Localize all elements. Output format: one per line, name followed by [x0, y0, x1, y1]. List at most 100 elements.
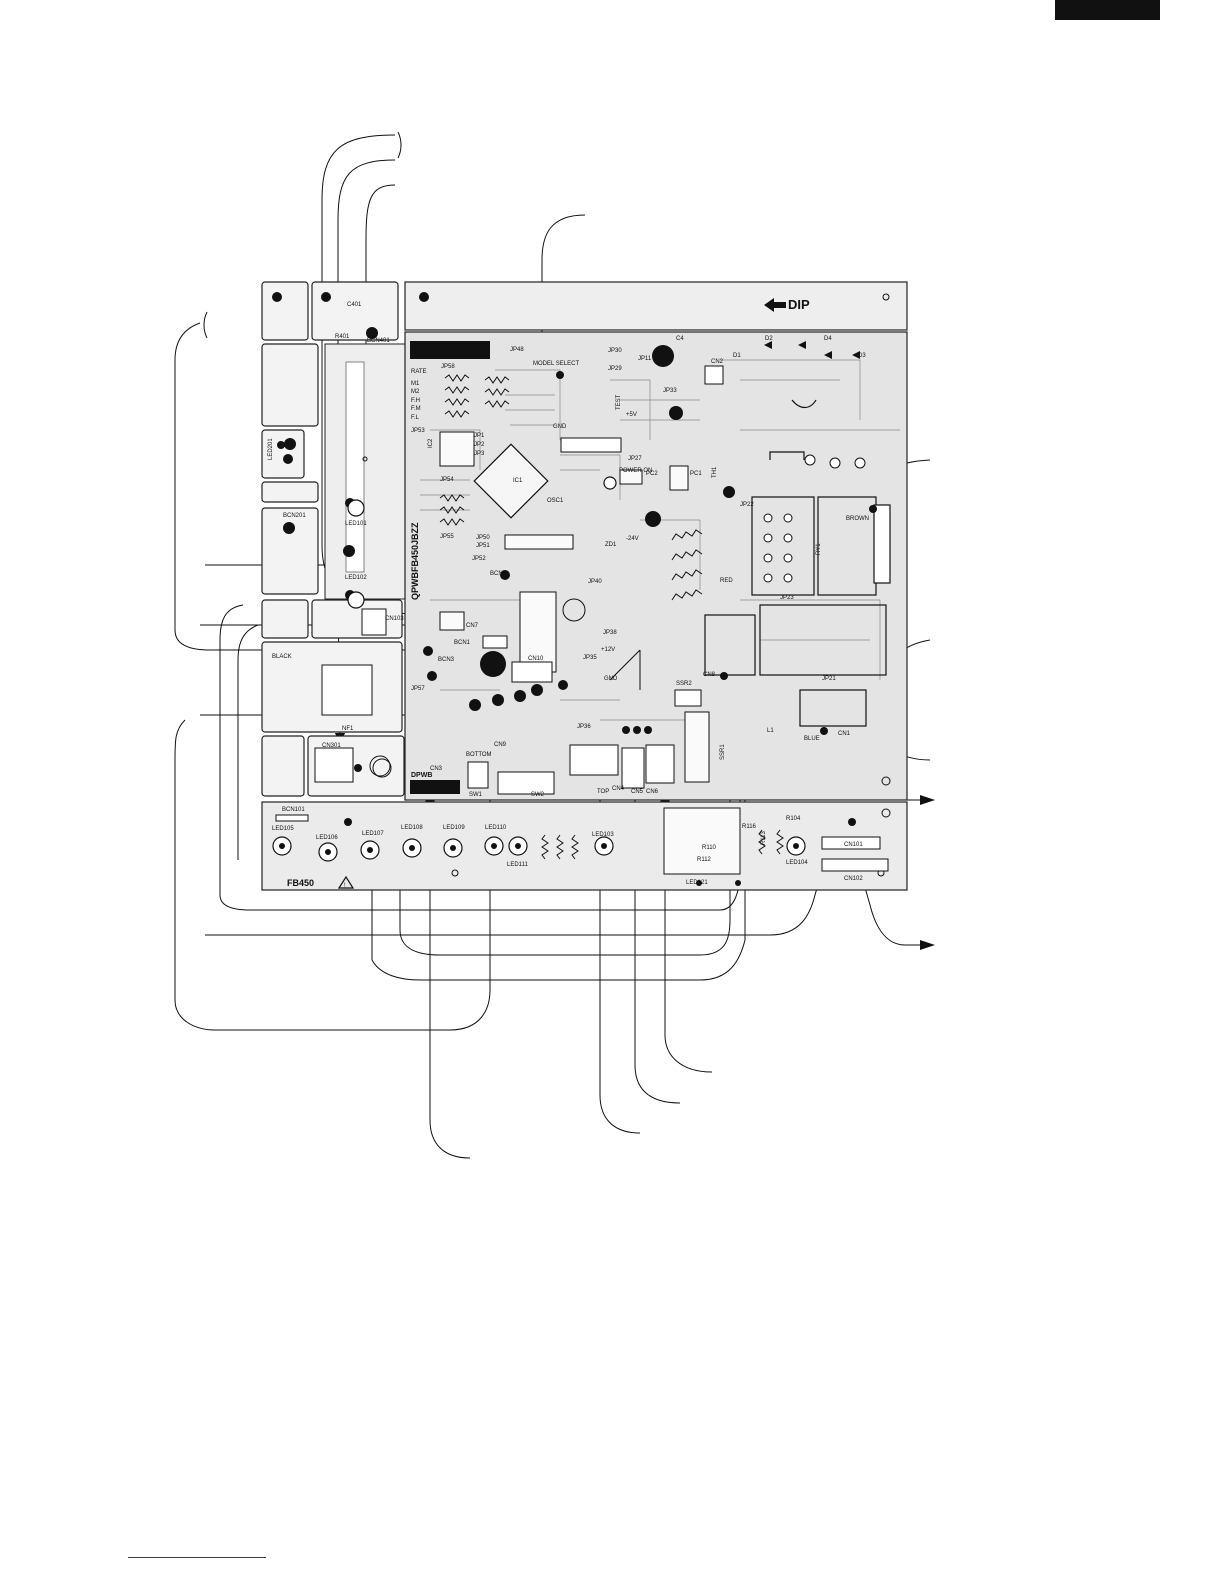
component-label: R116: [742, 824, 757, 830]
jumper-label: JP52: [472, 556, 486, 562]
connector-label: BCN1: [454, 640, 471, 646]
component-label: SSR1: [720, 744, 726, 760]
bottom-switch-label: BOTTOM: [466, 752, 492, 758]
jumper-label: JP36: [577, 724, 591, 730]
diodes: [764, 341, 860, 359]
top-switch-label: TOP: [597, 789, 609, 795]
jumper-label: JP22: [740, 502, 754, 508]
led-label: LED110: [485, 825, 507, 831]
rate-row-fh: F.H: [411, 398, 420, 404]
jumper-label: JP57: [411, 686, 425, 692]
main-ic: [473, 443, 549, 519]
component-label: PC2: [646, 471, 658, 477]
voltage-24v-label: -24V: [626, 536, 639, 542]
jumper-label: JP21: [822, 676, 836, 682]
main-board: [404, 331, 908, 801]
connector-label: CN2: [711, 359, 724, 365]
jumper-label: JP58: [441, 364, 455, 370]
led-label: LED102: [345, 575, 367, 581]
connector-label: CN7: [466, 623, 479, 629]
sw1-label: SW1: [469, 792, 483, 798]
component-label: L1: [767, 728, 774, 734]
rate-row-m2: M2: [411, 389, 420, 395]
component-label: IC1: [513, 478, 523, 484]
component-label: PC1: [690, 471, 702, 477]
jumper-label: JP2: [474, 442, 485, 448]
led-label: LED107: [362, 831, 384, 837]
voltage-12v-label: +12V: [601, 647, 615, 653]
led-inner-marks: [279, 843, 799, 855]
led-label: LED201: [268, 438, 274, 460]
footer-link-underline[interactable]: [128, 1557, 266, 1558]
gnd-label-2: GND: [604, 676, 618, 682]
dip-ics: [439, 431, 741, 875]
jumper-label: JP33: [663, 388, 677, 394]
component-label: TH1: [712, 466, 718, 478]
component-label: ZD1: [605, 542, 617, 548]
connector-label: CN103: [385, 616, 404, 622]
jumper-label: JP38: [603, 630, 617, 636]
led-label: LED121: [686, 880, 708, 886]
jumper-label: JP50: [476, 535, 490, 541]
connector-label: BCN101: [282, 807, 305, 813]
blue-label: BLUE: [804, 736, 820, 742]
rate-row-m1: M1: [411, 381, 420, 387]
led-label: LED103: [592, 832, 614, 838]
jumper-label: JP35: [583, 655, 597, 661]
page-tab-marker: [1055, 0, 1160, 20]
pcb-code-label: QPWBFB450JBZZ: [410, 522, 420, 600]
power-section: [704, 399, 891, 727]
component-label: R104: [786, 816, 801, 822]
components: [283, 327, 877, 886]
voltage-5v-label: +5V: [626, 412, 637, 418]
bracket-marks: [203, 131, 402, 339]
dip-arrow-icon: [764, 298, 786, 312]
red-label: RED: [720, 578, 733, 584]
connector-label: CN9: [494, 742, 507, 748]
led-label: LED101: [345, 521, 367, 527]
connector-label: CN301: [322, 743, 341, 749]
resistors: [439, 374, 784, 860]
connector-label: BCN3: [438, 657, 455, 663]
component-label: RY1: [816, 543, 822, 555]
black-label: BLACK: [272, 654, 292, 660]
component-label: TEST: [616, 394, 622, 410]
connector-label: CN8: [703, 672, 716, 678]
component-label: R110: [702, 845, 717, 851]
connector-label: CN3: [430, 766, 443, 772]
component-label: IC2: [428, 438, 434, 448]
sw2-label: SW2: [531, 792, 545, 798]
connector-label: CN102: [844, 876, 863, 882]
connector-label: CN1: [838, 731, 851, 737]
brown-label: BROWN: [846, 516, 869, 522]
warning-triangle-icon: [337, 875, 355, 889]
jumper-label: JP51: [476, 543, 490, 549]
vertical-strip: [324, 343, 406, 600]
jumper-label: JP3: [474, 451, 485, 457]
jumper-label: JP54: [440, 477, 454, 483]
jumper-label: JP55: [440, 534, 454, 540]
rate-label: RATE: [411, 369, 427, 375]
board-top-rail: [404, 281, 908, 331]
component-label: D4: [824, 336, 832, 342]
jumper-label: JP53: [411, 428, 425, 434]
jumper-label: JP30: [608, 348, 622, 354]
relay-holes: [763, 454, 866, 583]
power-on-label: POWER ON: [619, 468, 652, 474]
gnd-label-1: GND: [553, 424, 567, 430]
led-label: LED109: [443, 825, 465, 831]
jumper-label: JP29: [608, 366, 622, 372]
connector-headers: [275, 365, 889, 872]
connector-label: CN101: [844, 842, 863, 848]
component-label: D2: [765, 336, 773, 342]
connector-label: CN5: [631, 789, 644, 795]
pcb-code-small-label: DPWB: [411, 772, 432, 779]
dip-label: DIP: [788, 297, 810, 312]
component-label: C4: [676, 336, 684, 342]
component-label: R401: [335, 334, 350, 340]
svg-text:!: !: [344, 883, 346, 889]
connector-label: BCN2: [490, 571, 507, 577]
jumper-label: JP27: [628, 456, 642, 462]
component-label: R112: [697, 857, 712, 863]
rate-row-fm: F.M: [411, 406, 421, 412]
